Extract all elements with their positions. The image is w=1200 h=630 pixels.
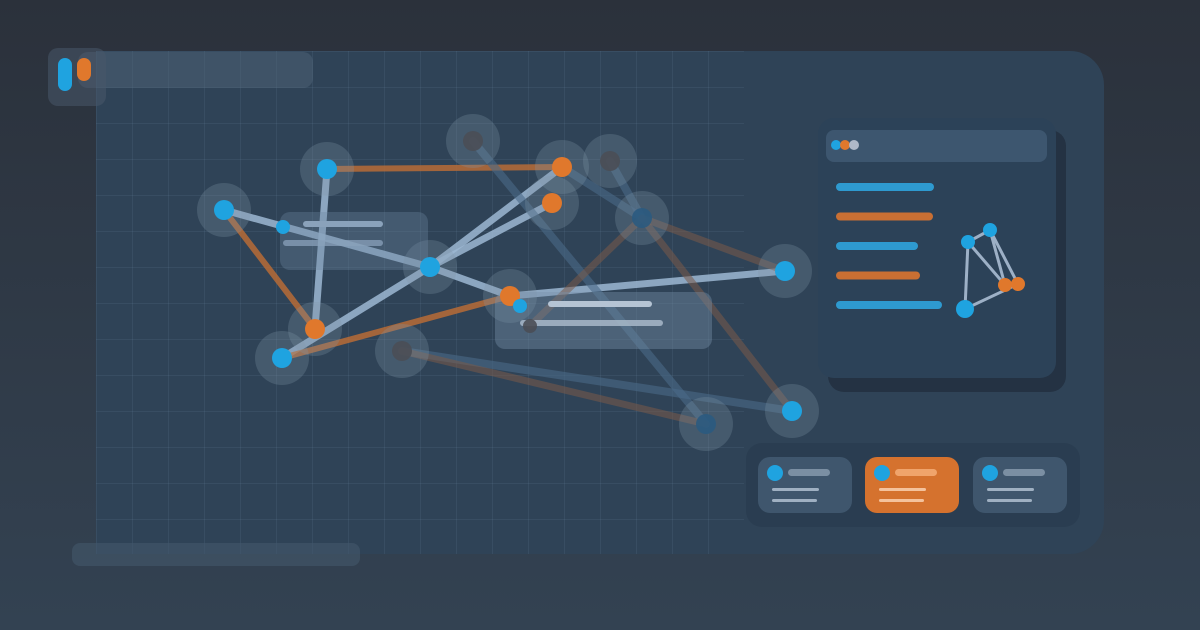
graph-node bbox=[463, 131, 483, 151]
graph-edge bbox=[606, 157, 646, 222]
mini-graph-node bbox=[956, 300, 974, 318]
mini-graph-edge bbox=[988, 228, 1007, 287]
graph-label-boxes bbox=[280, 212, 712, 349]
node-card-content bbox=[767, 465, 830, 502]
graph-edge bbox=[279, 293, 513, 361]
window-dot-icon bbox=[831, 140, 841, 150]
mini-graph-node bbox=[961, 235, 975, 249]
graph-edge bbox=[221, 207, 318, 332]
side-list-row-bar bbox=[836, 301, 942, 309]
graph-node bbox=[513, 299, 527, 313]
window-dots bbox=[831, 140, 859, 150]
graph-node bbox=[276, 220, 290, 234]
graph-edge bbox=[426, 263, 514, 300]
app-logo-tile bbox=[48, 48, 106, 106]
title-bar-placeholder bbox=[78, 52, 313, 88]
graph-node bbox=[392, 341, 412, 361]
graph-node bbox=[305, 319, 325, 339]
graph-node bbox=[600, 151, 620, 171]
mini-graph-edge bbox=[966, 240, 1007, 287]
side-panel-header bbox=[826, 130, 1047, 162]
status-bar-placeholder bbox=[72, 543, 360, 566]
graph-edges bbox=[220, 137, 796, 428]
mini-graph-preview bbox=[956, 223, 1025, 318]
node-card[interactable] bbox=[758, 457, 852, 513]
graph-edge bbox=[311, 165, 331, 333]
node-card-line-placeholder bbox=[987, 488, 1034, 491]
node-card-title-placeholder bbox=[788, 469, 830, 476]
graph-node bbox=[552, 157, 572, 177]
graph-edge bbox=[558, 163, 646, 222]
label-line-placeholder bbox=[548, 301, 652, 307]
window-dot-icon bbox=[849, 140, 859, 150]
node-card-dot-icon bbox=[874, 465, 890, 481]
graph-node bbox=[500, 286, 520, 306]
app-logo-icon bbox=[58, 58, 91, 91]
graph-node bbox=[272, 348, 292, 368]
label-line-placeholder bbox=[520, 320, 663, 326]
mini-graph-node bbox=[1011, 277, 1025, 291]
graph-edge bbox=[426, 163, 566, 271]
graph-node bbox=[214, 200, 234, 220]
mini-graph-node bbox=[983, 223, 997, 237]
node-card-dot-icon bbox=[982, 465, 998, 481]
side-panel-list bbox=[836, 183, 942, 309]
side-list-row-bar bbox=[836, 271, 920, 280]
graph-node bbox=[775, 261, 795, 281]
node-card-dot-icon bbox=[767, 465, 783, 481]
label-line-placeholder bbox=[303, 221, 383, 227]
graph-node bbox=[523, 319, 537, 333]
node-card-line-placeholder bbox=[987, 499, 1032, 502]
node-card-content bbox=[982, 465, 1045, 502]
graph-edge bbox=[324, 164, 565, 172]
node-card-title-placeholder bbox=[1003, 469, 1045, 476]
graph-node bbox=[632, 208, 652, 228]
graph-node bbox=[317, 159, 337, 179]
graph-nodes bbox=[214, 131, 802, 434]
graph-edge bbox=[638, 214, 789, 275]
graph-edge bbox=[469, 137, 710, 428]
label-line-placeholder bbox=[283, 240, 383, 246]
graph-node bbox=[542, 193, 562, 213]
node-card-title-placeholder bbox=[895, 469, 937, 476]
graph-edge bbox=[638, 214, 796, 415]
mini-graph-edge bbox=[988, 228, 1020, 286]
side-list-row-bar bbox=[836, 183, 934, 191]
graph-edge bbox=[278, 263, 434, 362]
side-list-row-bar bbox=[836, 242, 918, 250]
node-card-line-placeholder bbox=[772, 488, 819, 491]
graph-edge bbox=[506, 267, 789, 300]
graph-edge bbox=[398, 347, 796, 415]
node-card-line-placeholder bbox=[879, 488, 926, 491]
mini-graph-node bbox=[998, 278, 1012, 292]
graph-edge bbox=[220, 206, 434, 271]
window-dot-icon bbox=[840, 140, 850, 150]
graph-node bbox=[420, 257, 440, 277]
side-list-row-bar bbox=[836, 212, 933, 221]
graph-edge bbox=[398, 347, 710, 428]
graph-edge bbox=[526, 214, 646, 330]
mini-graph-edge bbox=[963, 240, 970, 311]
node-card-line-placeholder bbox=[879, 499, 924, 502]
node-card[interactable] bbox=[973, 457, 1067, 513]
node-card-content bbox=[874, 465, 937, 502]
graph-node bbox=[782, 401, 802, 421]
node-card-line-placeholder bbox=[772, 499, 817, 502]
node-card[interactable] bbox=[865, 457, 959, 513]
graph-node bbox=[696, 414, 716, 434]
